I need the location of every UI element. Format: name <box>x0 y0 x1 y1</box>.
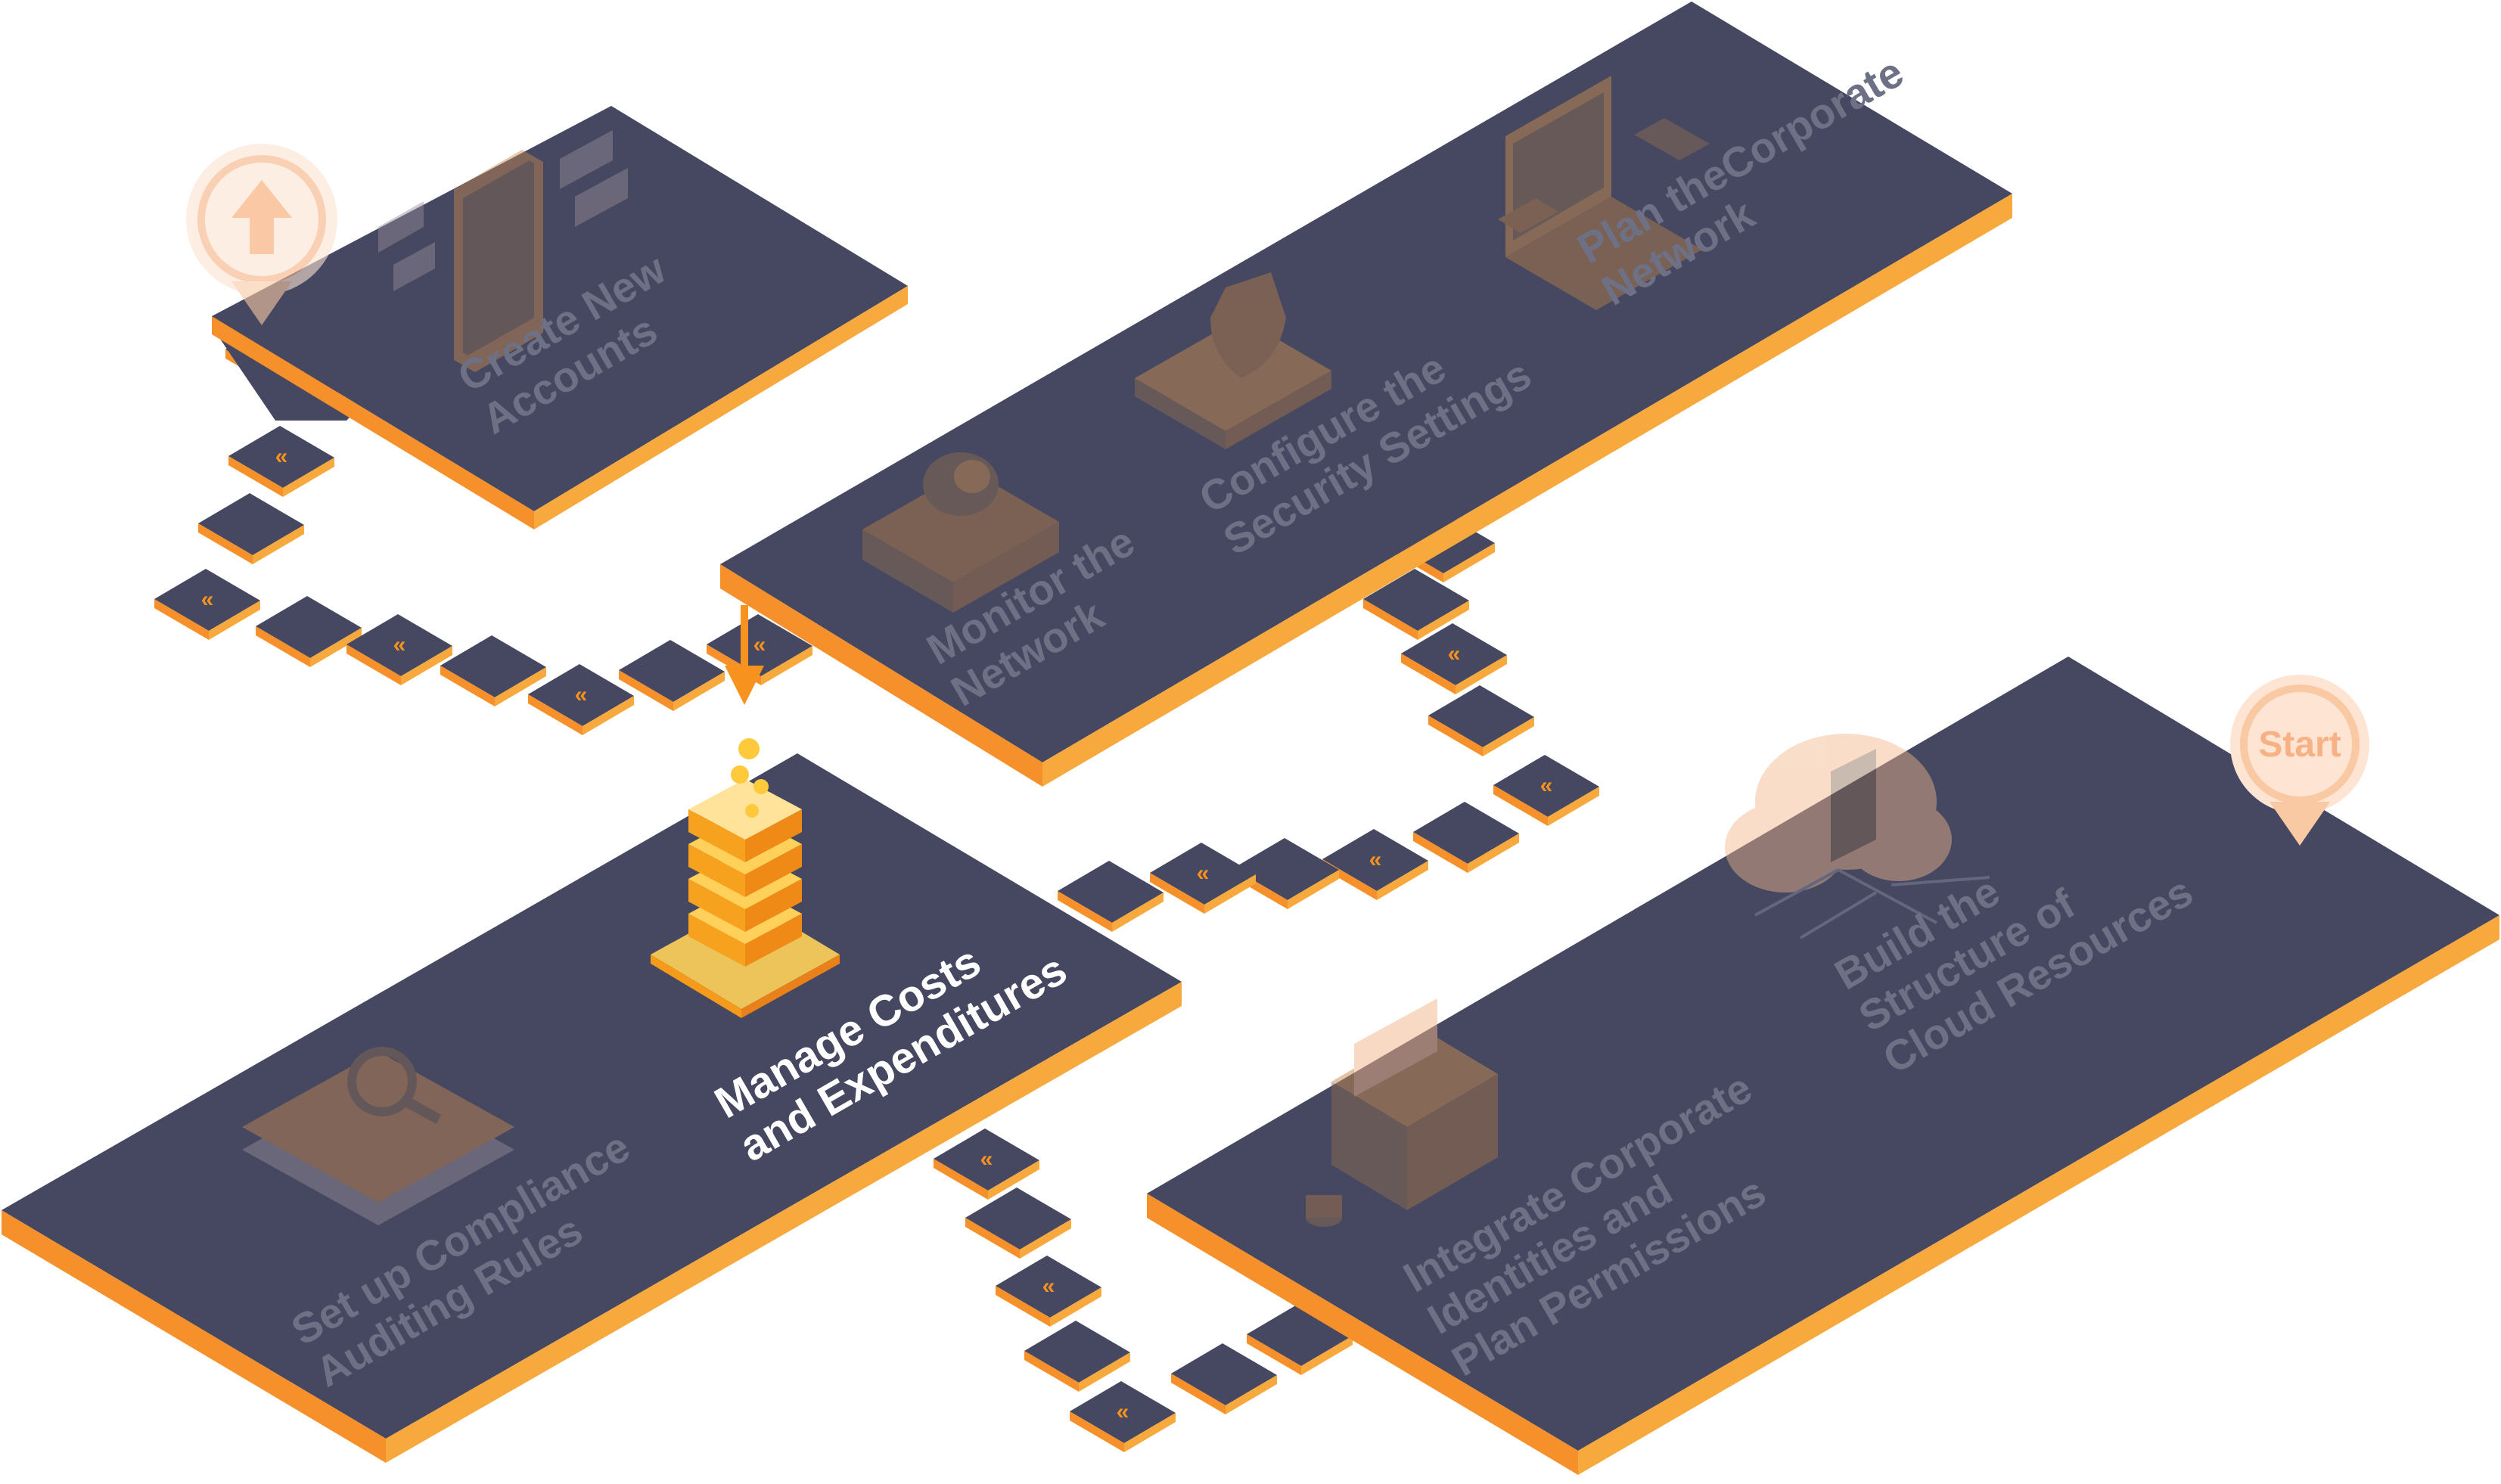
chevron-left-icon: « <box>393 632 406 657</box>
connector-tile: « <box>228 426 334 497</box>
chevron-left-icon: « <box>980 1147 993 1172</box>
connector-tile: « <box>996 1256 1101 1327</box>
connector-tile <box>256 596 362 667</box>
connector-tile <box>1171 1343 1277 1414</box>
audit-document-icon <box>242 1047 514 1225</box>
connector-tile: « <box>154 569 260 640</box>
platform-cloud <box>1147 657 2499 1475</box>
security-shield-icon <box>1135 272 1331 449</box>
cloud-structure-icon <box>1725 734 1990 939</box>
connector-tile: « <box>1493 755 1599 826</box>
platform-costs <box>2 753 1182 1463</box>
connector-tile <box>1247 1304 1353 1375</box>
arrow-up-icon <box>231 180 292 254</box>
connector-tile <box>440 635 546 706</box>
chevron-left-icon: « <box>1540 773 1553 798</box>
flow-arrow-down-icon <box>725 605 764 705</box>
mobile-accounts-icon <box>378 130 628 372</box>
chevron-left-icon: « <box>275 444 288 469</box>
connector-tile <box>1058 861 1164 932</box>
start-marker: Start <box>2230 675 2369 846</box>
chevron-left-icon: « <box>575 682 588 707</box>
chevron-left-icon: « <box>1369 847 1382 872</box>
connector-tile <box>1024 1321 1130 1392</box>
connector-tile <box>198 493 304 564</box>
platform-create-accounts <box>212 106 908 529</box>
connector-tile <box>1428 685 1534 756</box>
chevron-left-icon: « <box>1117 1399 1129 1424</box>
connector-tile: « <box>1150 843 1256 914</box>
connector-tile <box>619 640 725 711</box>
identity-box-icon <box>1306 998 1498 1227</box>
connector-tile <box>1413 802 1519 873</box>
start-label: Start <box>2258 725 2341 765</box>
chevron-left-icon: « <box>753 632 766 657</box>
connector-tile <box>1363 569 1469 640</box>
upload-marker <box>186 144 337 325</box>
monitoring-camera-icon <box>862 452 1059 613</box>
chevron-left-icon: « <box>1197 861 1210 886</box>
connector-tile <box>965 1188 1071 1259</box>
connector-tile: « <box>934 1129 1039 1200</box>
connector-tile: « <box>1401 623 1507 694</box>
connector-tile: « <box>528 664 634 735</box>
platform-network <box>720 2 2012 787</box>
connector-tile: « <box>1322 829 1428 900</box>
chevron-left-icon: « <box>201 587 214 612</box>
connector-tile: « <box>346 614 452 685</box>
connector-tile: « <box>1070 1381 1176 1452</box>
chevron-left-icon: « <box>1042 1274 1055 1299</box>
chevron-left-icon: « <box>1448 641 1461 666</box>
laptop-devices-icon <box>1498 76 1710 310</box>
cost-server-icon <box>651 738 840 1018</box>
server-layer <box>688 779 802 862</box>
